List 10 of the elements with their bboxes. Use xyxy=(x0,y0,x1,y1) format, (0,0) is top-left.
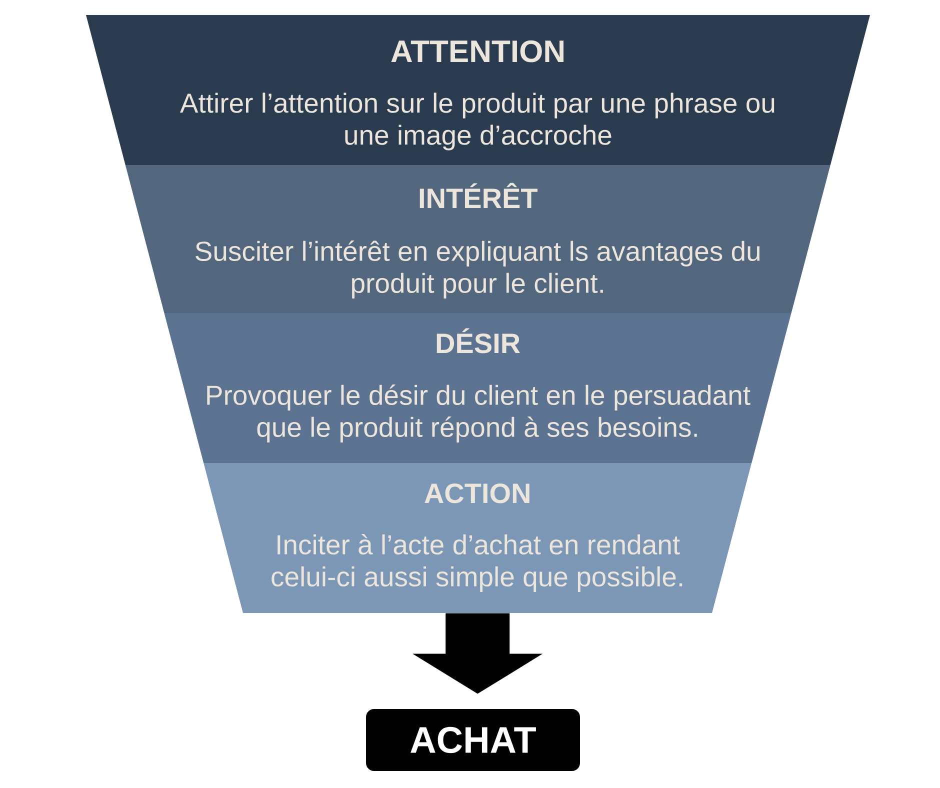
stage-description: Susciter l’intérêt en expliquant ls avantages du produit pour le client. xyxy=(196,240,760,298)
stage-title: ATTENTION xyxy=(391,40,564,62)
block-arrow xyxy=(412,613,543,694)
stage-title: DÉSIR xyxy=(436,328,520,354)
result-box: ACHAT xyxy=(366,709,580,771)
stage-title: ACTION xyxy=(424,483,530,504)
stage-title: INTÉRÊT xyxy=(420,182,538,208)
stage-description: Attirer l’attention sur le produit par une phrase ou une image d’accroche xyxy=(180,92,774,150)
stage-description: Provoquer le désir du client en le persuadant que le produit répond à ses besoins. xyxy=(207,384,750,442)
stage-description: Inciter à l’acte d’achat en rendant celui-ci aussi simple que possible. xyxy=(272,534,682,592)
